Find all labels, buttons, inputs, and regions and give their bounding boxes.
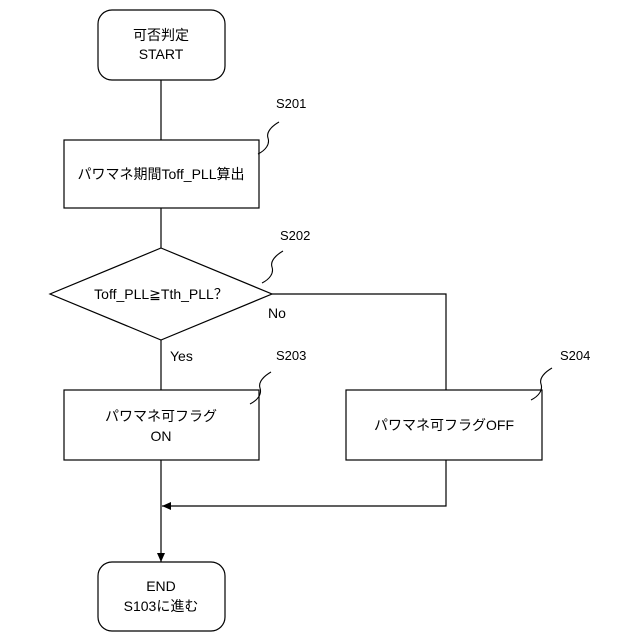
end-label: S103に進む [124,598,199,614]
branch-no-label: No [268,305,286,321]
connector-s202-s204 [272,294,446,390]
start-label: START [139,46,184,62]
process-s204-text: パワマネ可フラグOFF [374,417,514,433]
end-title: END [146,578,176,594]
step-leader-s201 [258,122,279,154]
decision-s202: Toff_PLL≧Tth_PLL？ S202 Yes No [50,228,310,364]
step-label-s202: S202 [280,228,310,243]
start-title: 可否判定 [133,27,189,43]
process-s204: パワマネ可フラグOFF S204 [346,348,590,460]
decision-s202-text: Toff_PLL≧Tth_PLL？ [94,286,228,302]
process-s201-text: パワマネ期間Toff_PLL算出 [77,166,244,182]
step-label-s201: S201 [276,96,306,111]
start-terminal: 可否判定 START [98,10,225,80]
process-s203-state: ON [151,428,172,444]
step-label-s204: S204 [560,348,590,363]
end-terminal: END S103に進む [98,562,225,631]
process-s201: パワマネ期間Toff_PLL算出 S201 [64,96,306,208]
connector-s204-merge [162,460,446,506]
step-leader-s202 [262,251,283,283]
process-s203: パワマネ可フラグ ON S203 [64,348,306,460]
branch-yes-label: Yes [170,348,193,364]
process-s203-text: パワマネ可フラグ [105,408,217,424]
step-label-s203: S203 [276,348,306,363]
